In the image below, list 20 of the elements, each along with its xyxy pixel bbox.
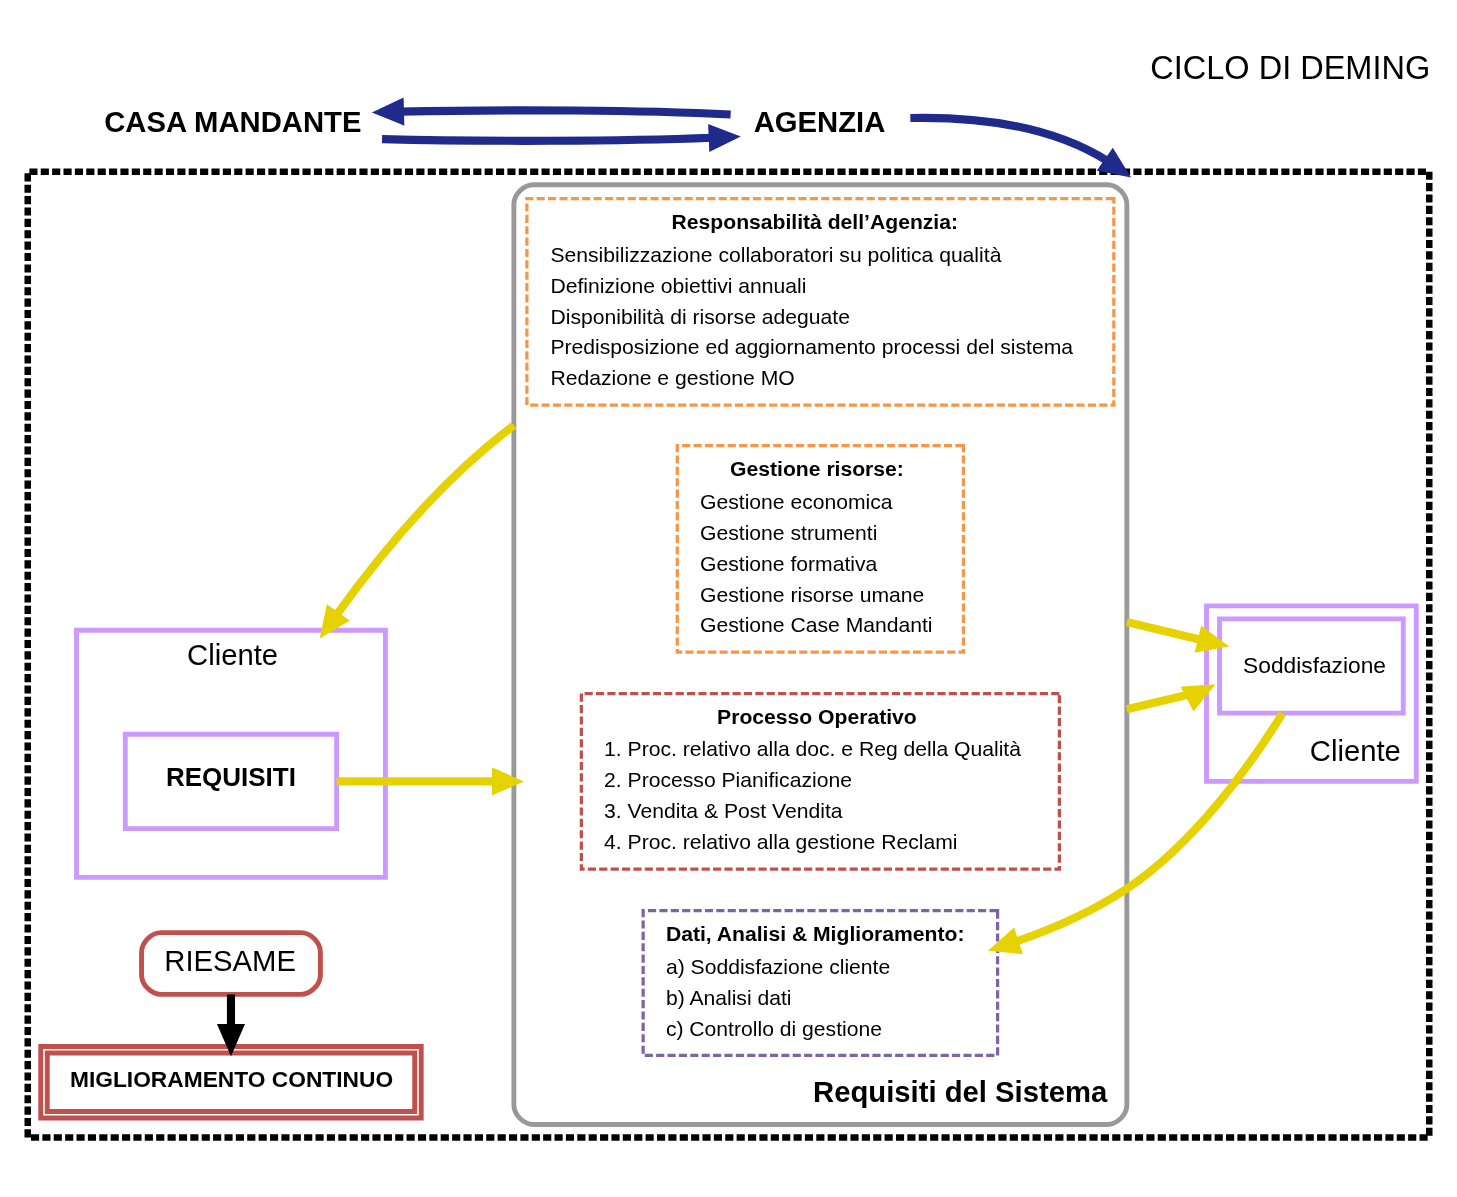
cluster [24, 168, 1433, 1141]
node-box: MIGLIORAMENTO CONTINUO [38, 1044, 424, 1121]
arrow [910, 113, 1132, 178]
arrow [1125, 618, 1230, 653]
node-box: Gestione risorse: Gestione economica Gestione strumenti Gestione formativa Gestione risorse umane Gestione Case Mandanti [675, 444, 966, 654]
arrow [1125, 684, 1216, 714]
arrow [371, 97, 731, 126]
node-box: Soddisfazione [1217, 616, 1406, 716]
arrow [319, 422, 517, 639]
node-text: CASA MANDANTE [104, 105, 362, 138]
node-box: Processo Operativo 1. Proc. relativo alla doc. e Reg della Qualità 2. Processo Pianificazione 3. Vendita & Post Vendita 4. Proc. relativo alla gestione Reclami [579, 692, 1061, 871]
node-box: RIESAME [139, 930, 323, 997]
node-box: REQUISITI [122, 731, 340, 831]
arrow [987, 711, 1286, 955]
arrow [336, 767, 525, 796]
node-text: AGENZIA [753, 105, 886, 138]
arrow [216, 994, 245, 1057]
diagram-title: CICLO DI DEMING [1150, 50, 1431, 87]
node-box: Responsabilità dell’Agenzia: Sensibilizzazione collaboratori su politica qualità Definizione obiettivi annuali Disponibilità di risorse adeguate Predisposizione ed aggiornamento processi del sistema Redazione e gestione MO [525, 196, 1116, 407]
node-box: Dati, Analisi & Miglioramento: a) Soddisfazione cliente b) Analisi dati c) Controllo di gestione [641, 909, 1000, 1057]
